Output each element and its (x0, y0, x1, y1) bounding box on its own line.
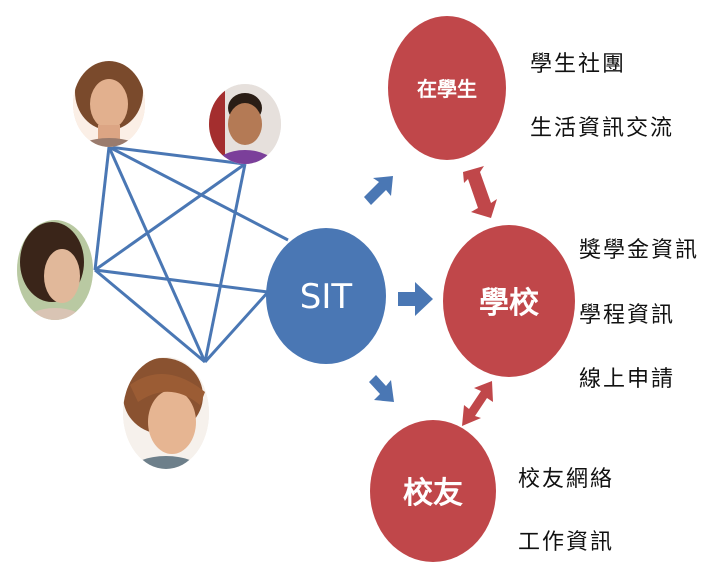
school-item: 學程資訊 (579, 303, 676, 328)
link-line (94, 268, 269, 294)
link-line (203, 163, 247, 363)
double-arrow-students-school-icon (463, 166, 497, 218)
link-line (94, 268, 206, 364)
school-item: 線上申請 (579, 367, 676, 392)
arrow-to-school-icon (398, 282, 433, 316)
link-line (107, 146, 207, 363)
hub-label: SIT (300, 277, 353, 317)
link-line (93, 146, 111, 271)
sit-hub-node: SIT (266, 228, 386, 364)
students-item: 學生社團 (530, 52, 627, 77)
link-line (94, 162, 246, 272)
network-links (93, 145, 289, 364)
double-arrow-school-alumni-icon (462, 381, 493, 426)
person-woman-profile-icon (17, 220, 93, 320)
person-young-man-icon (123, 357, 209, 469)
arrow-to-alumni-icon (369, 375, 394, 402)
alumni-item: 工作資訊 (518, 530, 615, 555)
school-label: 學校 (479, 286, 539, 321)
alumni-label: 校友 (403, 476, 463, 511)
link-line (108, 145, 246, 166)
alumni-node: 校友 (370, 420, 496, 562)
students-item: 生活資訊交流 (530, 116, 675, 141)
school-node: 學校 (443, 225, 575, 377)
link-line (203, 290, 270, 364)
students-label: 在學生 (417, 77, 477, 101)
alumni-item: 校友網絡 (518, 467, 615, 492)
school-item: 獎學金資訊 (579, 238, 700, 263)
arrow-to-students-icon (364, 176, 393, 205)
link-line (108, 145, 289, 242)
person-woman-top-icon (73, 61, 145, 147)
students-node: 在學生 (388, 16, 506, 160)
